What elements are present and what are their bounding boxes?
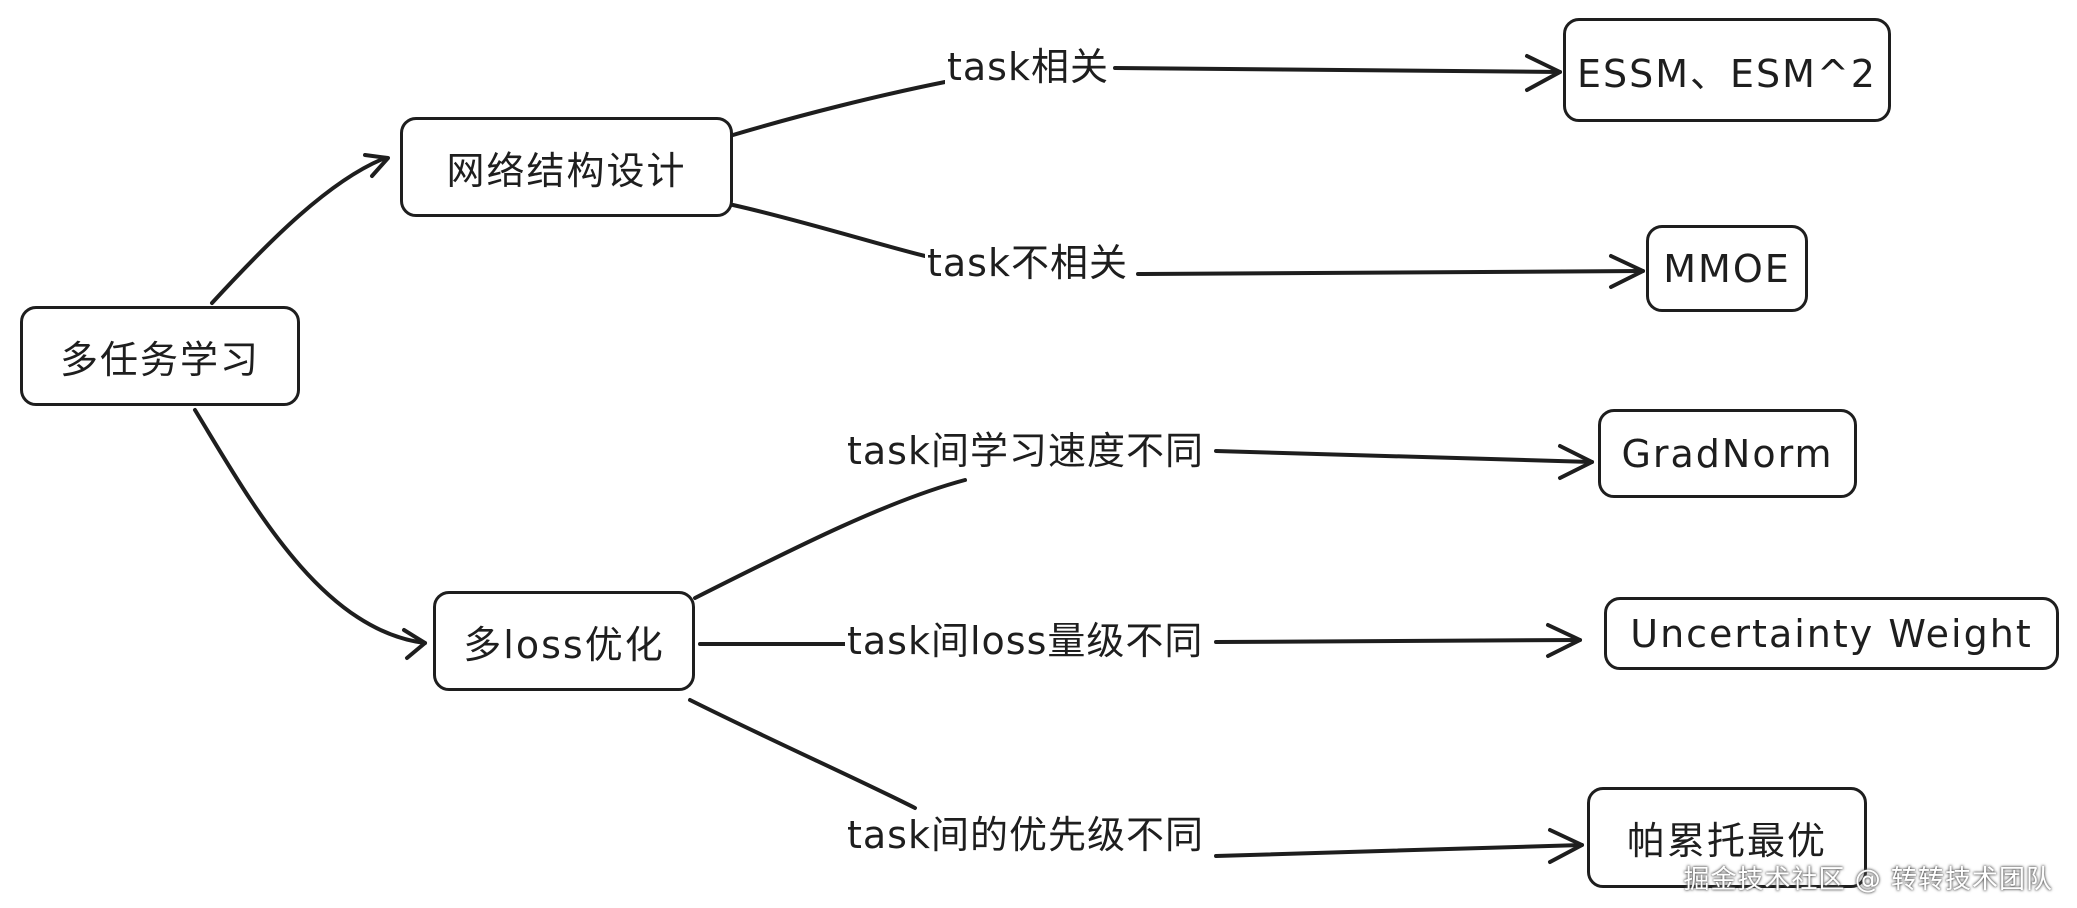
edge-label-task-related: task相关 [945, 44, 1111, 90]
node-gradnorm-label: GradNorm [1621, 431, 1834, 476]
edge-learning-speed-arrow [1214, 449, 1594, 464]
edge-task-related [731, 80, 947, 137]
edge-loss-scale-arrow [1214, 638, 1582, 644]
node-uncertainty-weight: Uncertainty Weight [1604, 597, 2059, 670]
edge-task-related-arrow [1113, 66, 1562, 74]
edge-label-loss-scale: task间loss量级不同 [845, 618, 1206, 664]
node-multi-loss-label: 多loss优化 [463, 622, 665, 667]
node-uncertainty-weight-label: Uncertainty Weight [1630, 611, 2033, 656]
node-network-design-label: 网络结构设计 [446, 148, 687, 193]
node-essm-label: ESSM、ESM^2 [1577, 51, 1877, 96]
edge-label-learning-speed: task间学习速度不同 [845, 428, 1206, 474]
arrowhead-network-design [363, 153, 390, 178]
arrowhead-essm [1525, 54, 1562, 92]
edge-root-to-multi-loss [193, 408, 427, 645]
edge-priority-arrow [1214, 843, 1584, 858]
arrowhead-gradnorm [1558, 444, 1594, 480]
edge-root-to-network-design [210, 156, 387, 305]
arrowhead-multi-loss [402, 628, 427, 660]
edge-task-unrelated [731, 203, 927, 258]
edge-label-task-unrelated: task不相关 [925, 240, 1130, 286]
node-pareto-label: 帕累托最优 [1626, 819, 1827, 863]
node-multi-loss: 多loss优化 [433, 591, 695, 691]
node-gradnorm: GradNorm [1598, 409, 1857, 498]
edge-learning-speed [693, 478, 967, 600]
edge-priority [688, 698, 917, 810]
node-mmoe-label: MMOE [1663, 246, 1791, 291]
node-pareto: 帕累托最优 [1587, 787, 1867, 888]
node-mmoe: MMOE [1646, 225, 1808, 312]
node-root: 多任务学习 [20, 306, 300, 406]
arrowhead-mmoe [1609, 254, 1645, 289]
node-essm: ESSM、ESM^2 [1563, 18, 1891, 122]
edge-label-priority: task间的优先级不同 [845, 812, 1206, 858]
node-network-design: 网络结构设计 [400, 117, 733, 217]
arrowhead-pareto [1548, 828, 1584, 864]
watermark: 掘金技术社区 @ 转转技术团队 [1683, 865, 2053, 895]
node-root-label: 多任务学习 [59, 337, 260, 382]
arrowhead-uncertainty [1546, 623, 1582, 658]
edge-task-unrelated-arrow [1136, 269, 1645, 276]
